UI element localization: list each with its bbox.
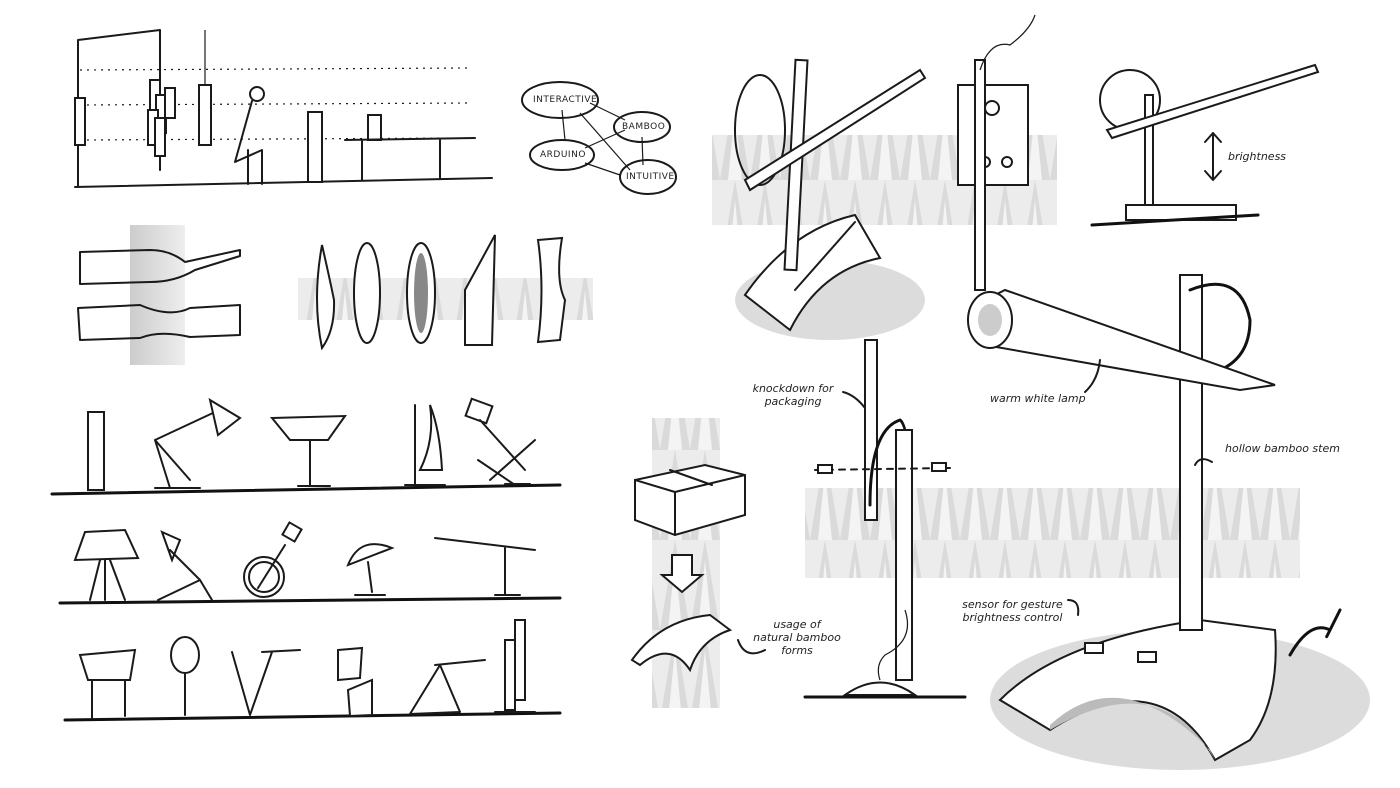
lamp-concept-shelves: [50, 397, 562, 722]
arrow-icon: [842, 391, 866, 409]
warm-white-lamp-label: warm white lamp: [990, 392, 1086, 405]
lamp-study-1: [734, 58, 927, 340]
bamboo-section-sketches: [316, 234, 567, 351]
bamboo-joint-sketches: [77, 249, 241, 341]
knockdown-lamp-sketch: [803, 339, 967, 699]
hollow-stem-label: hollow bamboo stem: [1225, 442, 1340, 455]
mindmap-diagram: [521, 81, 677, 195]
mindmap-node-interactive: INTERACTIVE: [533, 95, 598, 105]
bamboo-texture-strip: [130, 225, 185, 365]
main-lamp-rendering: [967, 274, 1370, 770]
mindmap-node-intuitive: INTUITIVE: [626, 172, 675, 182]
mindmap-node-arduino: ARDUINO: [540, 150, 586, 160]
natural-forms-label: usage of natural bamboo forms: [753, 618, 841, 657]
mindmap-node-bamboo: BAMBOO: [622, 122, 666, 132]
room-scene-sketch: [74, 29, 493, 188]
sensor-label: sensor for gesture brightness control: [962, 598, 1063, 624]
brightness-label: brightness: [1228, 150, 1287, 163]
arrow-icon: [1067, 599, 1080, 616]
lamp-study-2: [957, 14, 1036, 291]
arrow-icon: [737, 639, 766, 655]
bamboo-texture-strip: [805, 488, 1300, 578]
lamp-study-3: [1090, 63, 1320, 227]
arrow-icon: [1084, 359, 1101, 393]
knockdown-label: knockdown for packaging: [752, 382, 834, 408]
packaging-sketch: [630, 463, 746, 673]
arrow-icon: [1194, 458, 1213, 466]
